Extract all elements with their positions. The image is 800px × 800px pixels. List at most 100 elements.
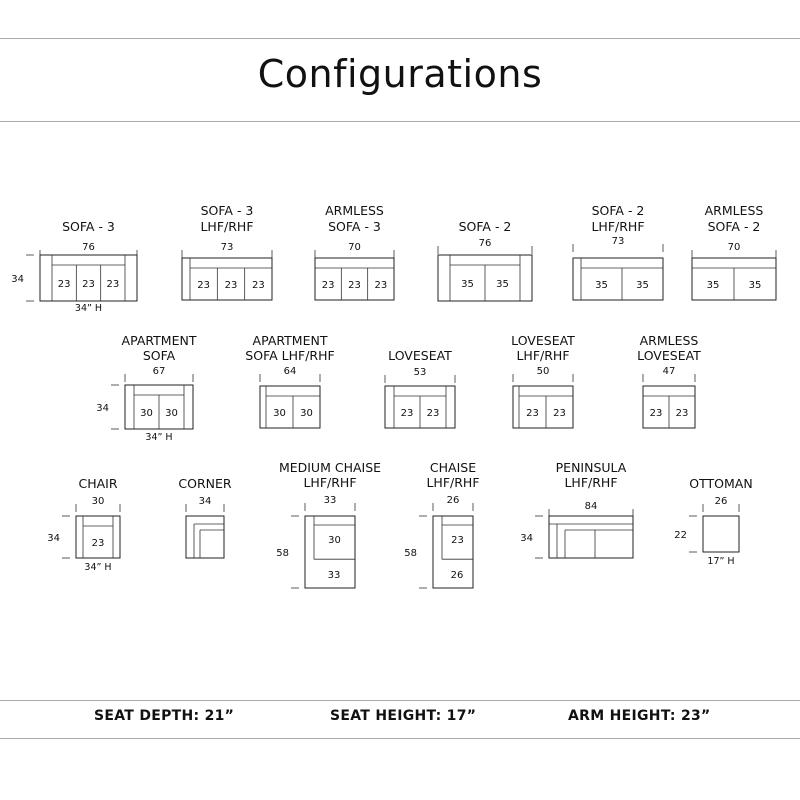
outline: [75, 515, 121, 559]
page-title: Configurations: [257, 52, 543, 96]
config-label: SOFA - 2: [592, 203, 645, 218]
config-label: SOFA - 3: [201, 203, 254, 218]
seat-label: 23: [322, 280, 335, 291]
depth-label: 58: [404, 548, 417, 559]
width-label: 84: [585, 501, 598, 512]
config-label: LHF/RHF: [591, 219, 644, 234]
width-label: 73: [612, 236, 625, 247]
seat-label: 23: [401, 408, 414, 419]
outline: [432, 515, 474, 589]
outline: [185, 515, 225, 559]
outline: [548, 515, 634, 559]
title-bottom-rule: [0, 121, 800, 122]
config-label: SOFA: [143, 348, 176, 363]
seat-label: 23: [252, 280, 265, 291]
seat-height-spec: SEAT HEIGHT: 17”: [330, 708, 477, 724]
config-label: APARTMENT: [122, 333, 197, 348]
footer-top-rule: [0, 700, 800, 701]
width-label: 50: [537, 366, 550, 377]
config-label: LOVESEAT: [388, 348, 452, 363]
width-label: 67: [153, 366, 166, 377]
seat-label: 23: [451, 535, 464, 546]
seat-label: 23: [106, 279, 119, 290]
seat-label: 35: [636, 280, 649, 291]
outline: [259, 385, 321, 429]
height-label: 17” H: [707, 556, 734, 567]
seat-label: 30: [165, 408, 178, 419]
config-label: CHAISE: [430, 460, 476, 475]
outline: [304, 515, 356, 589]
height-label: 34” H: [75, 303, 102, 314]
config-label: SOFA LHF/RHF: [245, 348, 334, 363]
seat-label: 23: [225, 280, 238, 291]
depth-label: 22: [674, 530, 687, 541]
config-label: APARTMENT: [253, 333, 328, 348]
config-label: ARMLESS: [640, 333, 699, 348]
top-rule: [0, 38, 800, 39]
seat-label: 30: [140, 408, 153, 419]
depth-label: 34: [47, 533, 60, 544]
seat-label: 35: [595, 280, 608, 291]
config-sofa-2: SOFA - 2 76 35 35: [437, 219, 533, 302]
config-label: LHF/RHF: [303, 475, 356, 490]
width-label: 76: [82, 242, 95, 253]
width-label: 70: [348, 242, 361, 253]
seat-label: 30: [328, 535, 341, 546]
outline: [702, 515, 740, 553]
config-label: MEDIUM CHAISE: [279, 460, 381, 475]
width-label: 76: [479, 238, 492, 249]
width-label: 47: [663, 366, 676, 377]
arm-height-spec: ARM HEIGHT: 23”: [568, 708, 711, 724]
seat-label: 35: [749, 280, 762, 291]
depth-label: 34: [11, 274, 24, 285]
seat-label: 23: [553, 408, 566, 419]
config-label: CHAIR: [78, 476, 117, 491]
seat-label: 35: [707, 280, 720, 291]
outline: [39, 254, 138, 302]
seat-depth-spec: SEAT DEPTH: 21”: [94, 708, 235, 724]
width-label: 53: [414, 367, 427, 378]
seat-label: 23: [58, 279, 71, 290]
depth-label: 34: [520, 533, 533, 544]
width-label: 26: [447, 495, 460, 506]
width-label: 33: [324, 495, 337, 506]
width-label: 30: [92, 496, 105, 507]
width-label: 64: [284, 366, 297, 377]
width-label: 34: [199, 496, 212, 507]
config-label: ARMLESS: [705, 203, 764, 218]
seat-label: 23: [676, 408, 689, 419]
config-label: LHF/RHF: [426, 475, 479, 490]
config-label: SOFA - 3: [328, 219, 381, 234]
depth-label: 34: [96, 403, 109, 414]
seat-label: 23: [427, 408, 440, 419]
config-label: LHF/RHF: [564, 475, 617, 490]
height-label: 34” H: [145, 432, 172, 443]
config-label: SOFA - 2: [459, 219, 512, 234]
config-label: LOVESEAT: [637, 348, 701, 363]
seat-label: 35: [461, 279, 474, 290]
config-label: ARMLESS: [325, 203, 384, 218]
config-loveseat: LOVESEAT 53 23 23: [384, 348, 456, 429]
width-label: 26: [715, 496, 728, 507]
seat-label: 23: [348, 280, 361, 291]
seat-label: 35: [496, 279, 509, 290]
config-label: SOFA - 2: [708, 219, 761, 234]
seat-label: 23: [92, 538, 105, 549]
seat-label: 23: [82, 279, 95, 290]
seat-label: 33: [328, 570, 341, 581]
width-label: 70: [728, 242, 741, 253]
config-label: LHF/RHF: [516, 348, 569, 363]
depth-label: 58: [276, 548, 289, 559]
seat-label: 23: [197, 280, 210, 291]
